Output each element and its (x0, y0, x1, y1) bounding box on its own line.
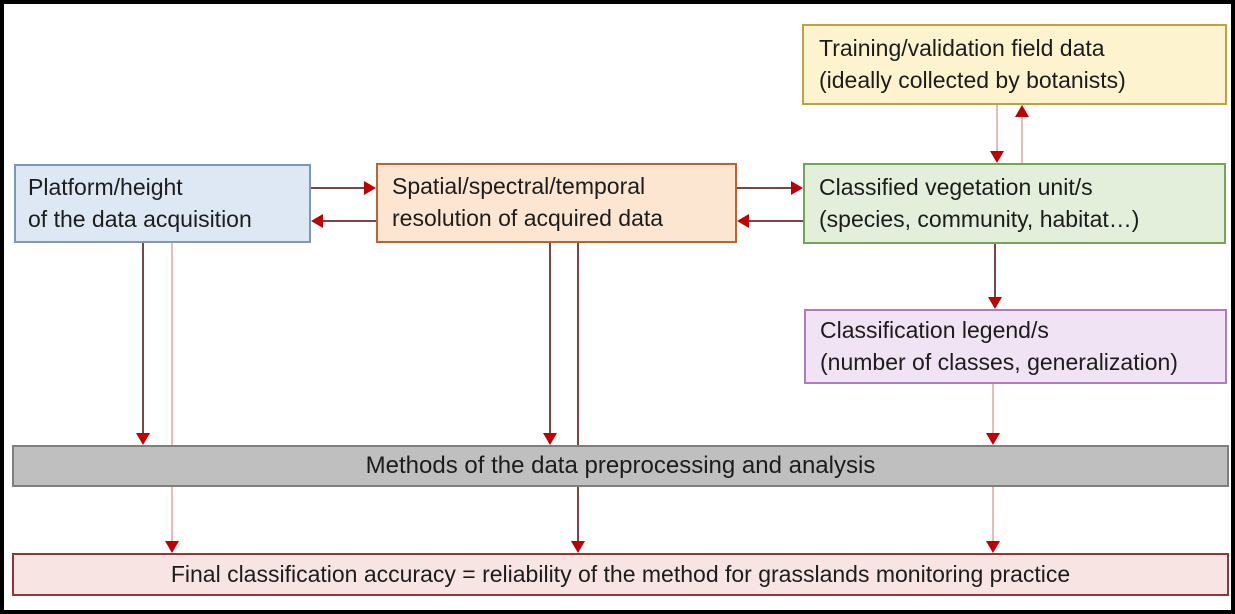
node-vegetation-line1: Classified vegetation unit/s (819, 173, 1093, 200)
line-platform-to-methods (142, 243, 144, 433)
line-resolution-to-methods (549, 243, 551, 433)
node-legend-line2: (number of classes, generalization) (820, 348, 1178, 375)
arrowhead-resolution-to-final (571, 541, 585, 553)
arrowhead-legend-to-methods (986, 433, 1000, 445)
line-platform-to-final (171, 243, 173, 541)
arrowhead-vegetation-to-training (1015, 105, 1029, 117)
arrowhead-platform-to-resolution (364, 181, 376, 195)
node-resolution: Spatial/spectral/temporal resolution of … (376, 163, 737, 243)
line-vegetation-to-training (1021, 117, 1023, 163)
node-vegetation-units: Classified vegetation unit/s (species, c… (803, 163, 1226, 244)
arrowhead-vegetation-to-legend (988, 297, 1002, 309)
node-final-accuracy-bar: Final classification accuracy = reliabil… (12, 553, 1229, 596)
line-resolution-to-platform (323, 220, 376, 222)
arrowhead-platform-to-methods (136, 433, 150, 445)
node-resolution-line2: resolution of acquired data (392, 205, 664, 231)
node-platform-line2: of the data acquisition (28, 205, 252, 232)
node-platform-line1: Platform/height (28, 173, 183, 200)
node-training-field-data: Training/validation field data (ideally … (802, 24, 1227, 105)
node-training-line2: (ideally collected by botanists) (819, 66, 1126, 93)
arrowhead-platform-to-final (165, 541, 179, 553)
arrowhead-resolution-to-vegetation (791, 181, 803, 195)
arrowhead-legend-to-final (986, 541, 1000, 553)
line-resolution-to-vegetation (737, 187, 791, 189)
node-methods-bar: Methods of the data preprocessing and an… (12, 445, 1229, 487)
arrowhead-vegetation-to-resolution (737, 214, 749, 228)
node-final-label: Final classification accuracy = reliabil… (170, 560, 1071, 587)
arrowhead-training-to-vegetation (990, 151, 1004, 163)
node-classification-legend: Classification legend/s (number of class… (804, 309, 1227, 384)
line-platform-to-resolution (311, 187, 364, 189)
node-resolution-line1: Spatial/spectral/temporal (392, 173, 646, 200)
node-methods-label: Methods of the data preprocessing and an… (365, 452, 876, 480)
line-vegetation-to-resolution (749, 220, 803, 222)
arrowhead-resolution-to-methods (543, 433, 557, 445)
node-legend-line1: Classification legend/s (820, 316, 1049, 343)
line-legend-to-final (992, 487, 994, 541)
arrowhead-resolution-to-platform (311, 214, 323, 228)
line-training-to-vegetation (996, 105, 998, 151)
line-vegetation-to-legend (994, 244, 996, 297)
node-platform-height: Platform/height of the data acquisition (14, 164, 311, 243)
node-training-line1: Training/validation field data (819, 34, 1105, 61)
line-resolution-to-final (577, 243, 579, 541)
line-legend-to-methods (992, 384, 994, 433)
node-vegetation-line2: (species, community, habitat…) (819, 205, 1140, 232)
